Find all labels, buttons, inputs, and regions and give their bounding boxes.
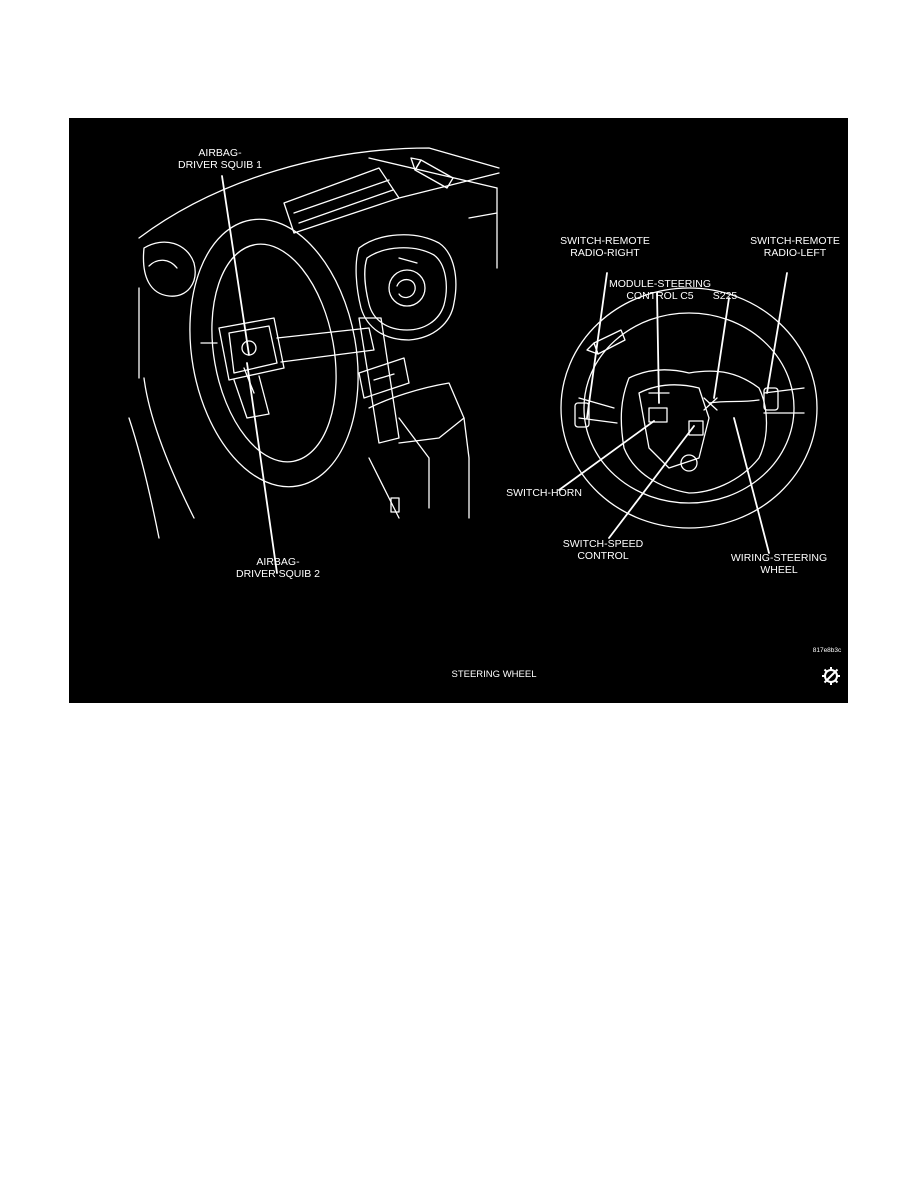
label-switch-speed-control: SWITCH-SPEED CONTROL — [562, 538, 644, 562]
label-switch-horn: SWITCH-HORN — [506, 487, 582, 499]
line-art — [128, 147, 818, 574]
steering-wheel-closeup — [560, 287, 818, 529]
label-wiring-steering-wheel: WIRING-STEERING WHEEL — [730, 552, 828, 576]
label-airbag-driver-squib-1: AIRBAG- DRIVER SQUIB 1 — [177, 147, 263, 171]
figure-code: 817e8b3c — [812, 647, 842, 654]
gear-icon — [822, 667, 840, 685]
label-airbag-driver-squib-2: AIRBAG- DRIVER SQUIB 2 — [235, 556, 321, 580]
label-module-steering-control-c5: MODULE-STEERING CONTROL C5 — [608, 278, 712, 302]
label-switch-remote-radio-left: SWITCH-REMOTE RADIO-LEFT — [750, 235, 840, 259]
label-switch-remote-radio-right: SWITCH-REMOTE RADIO-RIGHT — [560, 235, 650, 259]
fwd-arrow-icon — [410, 157, 454, 189]
label-s225: S225 — [712, 290, 738, 302]
fwd-arrow-icon — [586, 329, 626, 355]
dashboard-illustration — [128, 147, 500, 539]
figure-caption: STEERING WHEEL — [451, 669, 537, 680]
steering-wheel-diagram: AIRBAG- DRIVER SQUIB 1 AIRBAG- DRIVER SQ… — [69, 118, 848, 703]
leader-lines — [221, 175, 788, 574]
